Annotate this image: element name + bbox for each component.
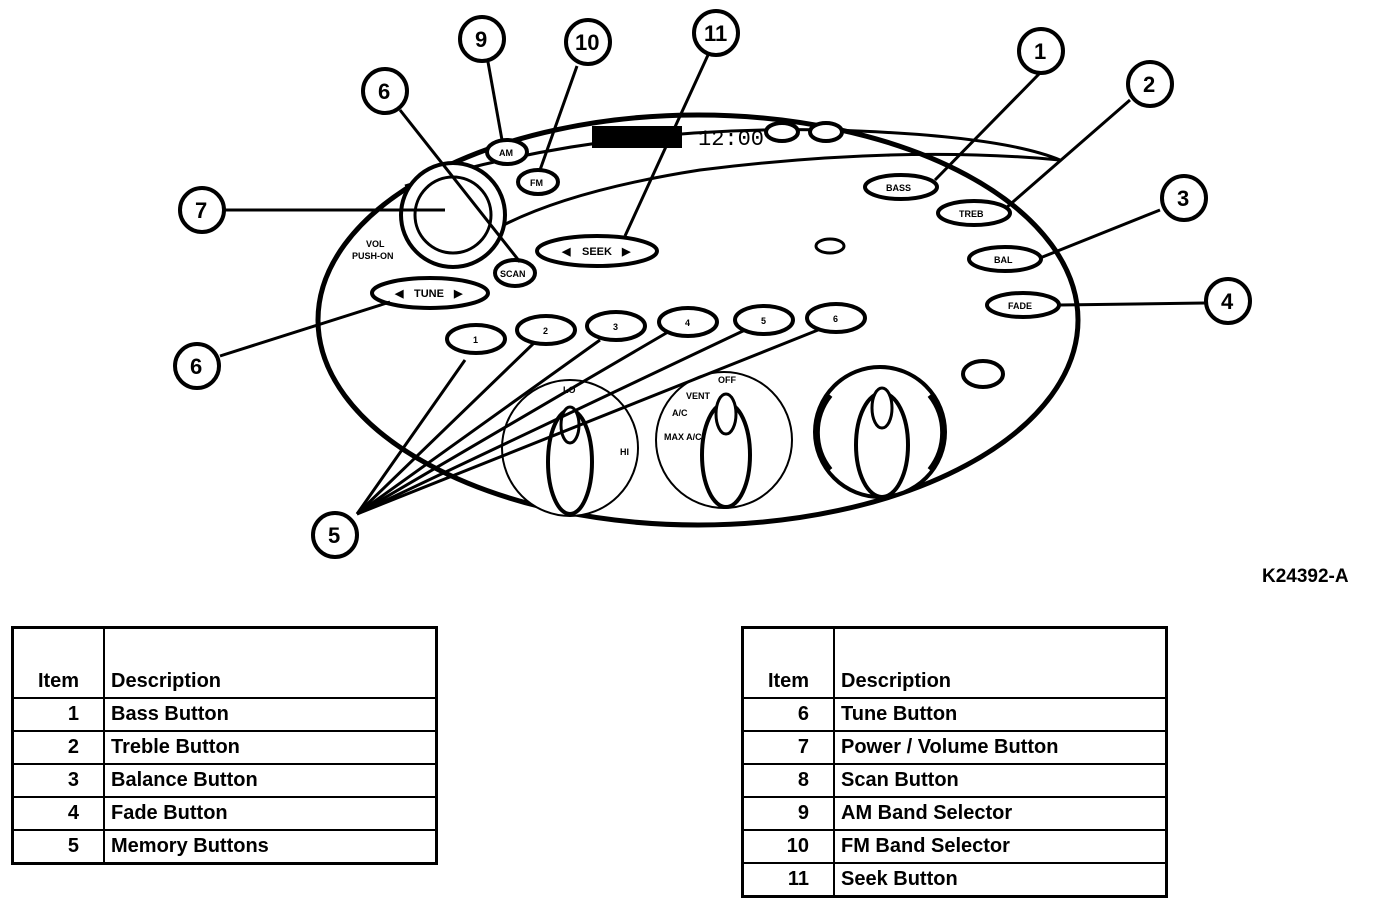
svg-text:SCAN: SCAN [500,269,526,279]
memory-button-3[interactable]: 3 [585,310,647,342]
mode-vent-label: VENT [686,391,711,401]
svg-text:2: 2 [543,326,548,336]
rear-defrost-button[interactable] [961,359,1005,389]
header-item: Item [11,626,105,699]
svg-text:3: 3 [613,322,618,332]
seek-button[interactable]: SEEK ◀ ▶ [535,234,659,268]
svg-text:6: 6 [190,354,202,379]
memory-button-1[interactable]: 1 [445,323,507,355]
svg-text:6: 6 [378,79,390,104]
svg-text:TREB: TREB [959,209,984,219]
header-description: Description [103,626,438,699]
temperature-knob[interactable] [813,365,947,499]
table-row: 4 Fade Button [11,796,438,831]
svg-text:▶: ▶ [621,246,631,258]
mode-off-label: OFF [718,375,736,385]
callout-6-scan: 6 [361,67,409,115]
bass-button[interactable]: BASS [863,173,939,201]
memory-button-2[interactable]: 2 [515,314,577,346]
am-button[interactable]: AM [485,138,529,166]
fm-button[interactable]: FM [516,168,560,196]
svg-text:9: 9 [475,27,487,52]
figure-code: K24392-A [1262,566,1349,587]
table-row: 8 Scan Button [741,763,1168,798]
header-item: Item [741,626,835,699]
table-row: 6 Tune Button [741,697,1168,732]
svg-text:10: 10 [575,30,599,55]
header-description: Description [833,626,1168,699]
callout-11: 11 [692,9,740,57]
bal-button[interactable]: BAL [967,245,1043,273]
fade-button[interactable]: FADE [985,291,1061,319]
push-on-label: PUSH-ON [352,251,394,261]
svg-text:3: 3 [1177,186,1189,211]
svg-text:◀: ◀ [394,288,404,300]
callout-10: 10 [564,18,612,66]
callout-2: 2 [1126,60,1174,108]
clock-display: 12:00 [698,127,764,152]
callout-4: 4 [1204,277,1252,325]
svg-text:6: 6 [833,314,838,324]
memory-button-4[interactable]: 4 [657,306,719,338]
tune-button[interactable]: TUNE ◀ ▶ [370,276,490,310]
callout-3: 3 [1160,174,1208,222]
callout-1: 1 [1017,27,1065,75]
mode-knob[interactable] [655,371,793,509]
scan-button[interactable]: SCAN [493,258,537,288]
svg-text:BAL: BAL [994,255,1013,265]
svg-text:5: 5 [761,316,766,326]
svg-text:FM: FM [530,178,543,188]
svg-text:2: 2 [1143,72,1155,97]
svg-text:11: 11 [704,21,727,46]
vol-label: VOL [366,239,385,249]
svg-text:1: 1 [1034,39,1046,64]
radio-panel-diagram: VOL PUSH-ON 12:00 AM FM SCAN SEEK ◀ ▶ TU… [173,9,1252,559]
svg-text:FADE: FADE [1008,301,1032,311]
table-row: 5 Memory Buttons [11,829,438,865]
table-row: 2 Treble Button [11,730,438,765]
svg-text:5: 5 [328,523,340,548]
legend-table-right: Item Description 6 Tune Button 7 Power /… [741,626,1168,898]
svg-text:AM: AM [499,148,513,158]
svg-text:TUNE: TUNE [414,288,444,300]
frequency-display [592,126,682,148]
power-volume-knob[interactable] [399,161,507,269]
table-row: 10 FM Band Selector [741,829,1168,864]
fan-hi-label: HI [620,447,629,457]
svg-text:BASS: BASS [886,183,911,193]
memory-button-5[interactable]: 5 [733,304,795,336]
mode-ac-label: A/C [672,408,688,418]
callout-6-tune: 6 [173,342,221,390]
panel-indicator [814,237,846,255]
svg-text:4: 4 [685,318,690,328]
legend-table-left: Item Description 1 Bass Button 2 Treble … [11,626,438,865]
svg-text:1: 1 [473,335,478,345]
callout-9: 9 [458,15,506,63]
svg-text:▶: ▶ [453,288,463,300]
display-indicator-right [808,121,844,143]
table-row: 11 Seek Button [741,862,1168,898]
table-row: 9 AM Band Selector [741,796,1168,831]
table-row: 3 Balance Button [11,763,438,798]
leader-lines [219,54,1206,516]
display-indicator-left [764,121,800,143]
table-row: 7 Power / Volume Button [741,730,1168,765]
callout-7: 7 [178,186,226,234]
svg-text:◀: ◀ [561,246,571,258]
treb-button[interactable]: TREB [936,199,1012,227]
svg-text:7: 7 [195,198,207,223]
callout-5: 5 [311,511,359,559]
table-row: 1 Bass Button [11,697,438,732]
memory-button-6[interactable]: 6 [805,302,867,334]
mode-max-ac-label: MAX A/C [664,432,702,442]
svg-text:4: 4 [1221,289,1234,314]
svg-text:SEEK: SEEK [582,246,612,258]
